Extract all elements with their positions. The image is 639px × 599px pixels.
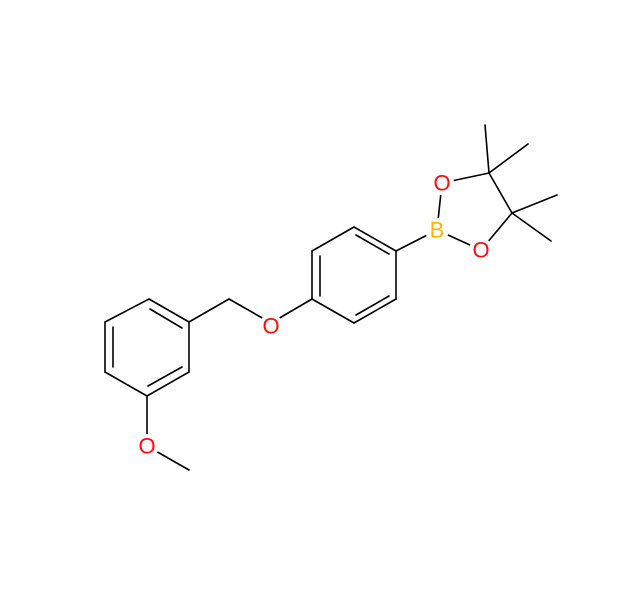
- atom-o-dioxaborolane-top: O: [430, 171, 454, 196]
- ring2-double-3: [355, 295, 390, 316]
- ring1-bond-6: [104, 298, 150, 323]
- benzyl-bond: [188, 298, 230, 323]
- ring2-bond-3: [353, 226, 397, 252]
- ring1-double-1: [149, 308, 183, 329]
- ring1-bond-4: [104, 371, 148, 397]
- ring1-bond-1: [148, 298, 190, 323]
- atom-b-boron: B: [425, 218, 449, 243]
- atom-o-methoxy-background: [135, 434, 159, 458]
- methyl-1: [484, 124, 490, 174]
- atom-b-boron-label: B: [430, 218, 445, 243]
- atom-o-methoxy-label: O: [138, 434, 155, 459]
- atom-o-ether-background: [259, 314, 283, 338]
- atom-o-dioxaborolane-bottom: O: [469, 238, 493, 263]
- methyl-4: [511, 212, 552, 242]
- ring2-bond-5: [353, 298, 397, 324]
- atom-o-dioxaborolane-bottom-label: O: [472, 238, 489, 263]
- bond-layer: [104, 124, 558, 471]
- ring1-double-2: [147, 366, 183, 387]
- atom-o-ether-label: O: [262, 314, 279, 339]
- atom-o-dioxaborolane-bottom-background: [469, 238, 493, 262]
- ring2-bond-6: [311, 298, 355, 324]
- ring2-double-2: [355, 234, 390, 255]
- atom-b-boron-background: [425, 218, 449, 242]
- c-c-bond: [488, 172, 513, 214]
- atom-o-dioxaborolane-top-label: O: [433, 171, 450, 196]
- atom-o-dioxaborolane-top-background: [430, 171, 454, 195]
- atom-o-ether: O: [259, 314, 283, 339]
- atom-o-methoxy: O: [135, 434, 159, 459]
- ring2-bond-2: [311, 226, 355, 252]
- ring1-bond-3: [146, 371, 190, 397]
- atom-layer: O O B O O: [135, 171, 493, 459]
- methyl-3: [511, 194, 558, 214]
- methyl-2: [488, 143, 529, 174]
